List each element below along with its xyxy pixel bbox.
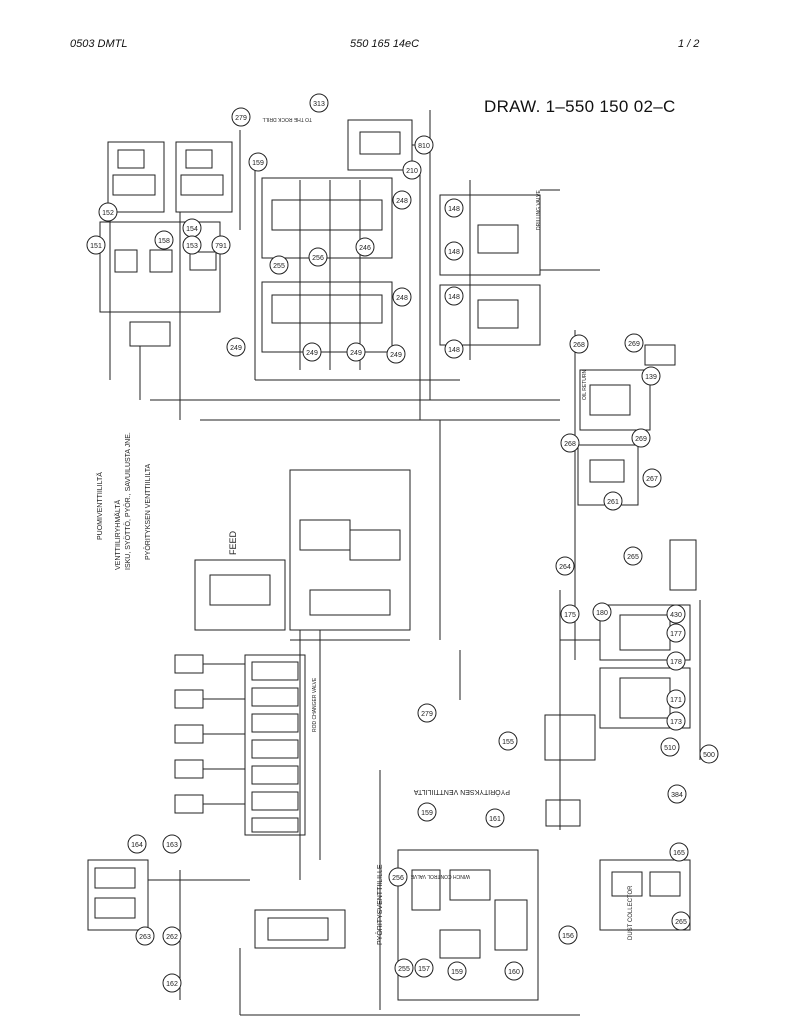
callout-384: 384 <box>671 792 683 799</box>
callout-262: 262 <box>166 934 178 941</box>
callout-249-d: 249 <box>390 352 402 359</box>
callout-152: 152 <box>102 210 114 217</box>
callout-148-d: 148 <box>448 347 460 354</box>
callout-510: 510 <box>664 745 676 752</box>
callout-177: 177 <box>670 631 682 638</box>
callout-180: 180 <box>596 610 608 617</box>
callout-156: 156 <box>562 933 574 940</box>
rod-changer-stack <box>174 654 306 836</box>
winch-block <box>379 770 539 1010</box>
callout-159: 159 <box>252 160 264 167</box>
header-center: 550 165 14eC <box>350 38 420 50</box>
callout-157: 157 <box>418 966 430 973</box>
callout-148-a: 148 <box>448 206 460 213</box>
callout-148-b: 148 <box>448 249 460 256</box>
callout-791: 791 <box>215 243 227 250</box>
drilling-valve-block <box>439 180 600 360</box>
header-left: 0503 DMTL <box>70 38 128 50</box>
dust-collector-block <box>599 859 691 931</box>
label-feed: FEED <box>228 530 238 555</box>
callout-255: 255 <box>273 263 285 270</box>
label-drilling-valve: DRILLING VALVE <box>536 190 542 230</box>
callout-269-b: 269 <box>635 436 647 443</box>
callout-178: 178 <box>670 659 682 666</box>
valve-block-right-lower <box>559 590 701 830</box>
callout-256: 256 <box>312 255 324 262</box>
callout-500: 500 <box>703 752 715 759</box>
header-right: 1 / 2 <box>678 38 700 50</box>
callout-268-b: 268 <box>564 441 576 448</box>
callout-171: 171 <box>670 697 682 704</box>
callout-313: 313 <box>313 101 325 108</box>
label-boom-valve: PUOMIVENTTIILILTÄ <box>96 472 104 540</box>
callout-154: 154 <box>186 226 198 233</box>
label-oil-return: OIL RETURN <box>582 370 588 400</box>
callout-269-a: 269 <box>628 341 640 348</box>
valve-block-center-top <box>254 170 460 381</box>
callout-256-b: 256 <box>392 875 404 882</box>
callout-175: 175 <box>564 612 576 619</box>
label-dust-collector: DUST COLLECTOR <box>628 885 634 940</box>
callout-153: 153 <box>186 243 198 250</box>
callout-255-b: 255 <box>398 966 410 973</box>
label-valve-group-2: ISKU, SYÖTTÖ, PYÖR., SAVUILUSTA JNE. <box>124 432 132 570</box>
callout-261: 261 <box>607 499 619 506</box>
callout-264: 264 <box>559 564 571 571</box>
actuator-group-top-left <box>99 130 241 420</box>
callout-159-c: 159 <box>451 969 463 976</box>
label-rod-changer: ROD CHANGER VALVE <box>312 677 318 732</box>
callout-263: 263 <box>139 934 151 941</box>
oil-return-block <box>574 330 697 660</box>
label-winch-control: WINCH CONTROL VALVE <box>410 873 470 879</box>
callout-246: 246 <box>359 245 371 252</box>
callout-139: 139 <box>645 374 657 381</box>
callout-430: 430 <box>670 612 682 619</box>
callout-161: 161 <box>489 816 501 823</box>
label-to-rock-drill: TO THE ROCK DRILL <box>262 116 312 122</box>
callout-164: 164 <box>131 842 143 849</box>
callout-155: 155 <box>502 739 514 746</box>
drawing-title: DRAW. 1–550 150 02–C <box>484 97 676 116</box>
bottom-left-actuators <box>87 859 580 1016</box>
callout-268-a: 268 <box>573 342 585 349</box>
feed-valve-block <box>194 469 411 880</box>
callout-148-c: 148 <box>448 294 460 301</box>
callout-248-b: 248 <box>396 295 408 302</box>
callout-265-b: 265 <box>675 919 687 926</box>
callout-173: 173 <box>670 719 682 726</box>
label-valve-group: VENTTIILIRYHMÄLTÄ <box>114 500 122 570</box>
callout-162: 162 <box>166 981 178 988</box>
callout-249-a: 249 <box>230 345 242 352</box>
callout-160: 160 <box>508 969 520 976</box>
callout-165: 165 <box>673 850 685 857</box>
valve-block-top-small <box>347 110 431 420</box>
callout-279: 279 <box>235 115 247 122</box>
label-rotation-valve-left: PYÖRITYSVENTTIILILLE <box>376 864 384 945</box>
callout-163: 163 <box>166 842 178 849</box>
callout-279-b: 279 <box>421 711 433 718</box>
label-rotation-valve: PYÖRITYKSEN VENTTIILILTA <box>144 463 152 560</box>
callout-210: 210 <box>406 168 418 175</box>
callout-249-b: 249 <box>306 350 318 357</box>
callout-151: 151 <box>90 243 102 250</box>
label-rotation-valve-bottom: PYÖRITYKSEN VENTTIILILTA <box>413 788 510 796</box>
callout-159-b: 159 <box>421 810 433 817</box>
callout-810: 810 <box>418 143 430 150</box>
callout-158: 158 <box>158 238 170 245</box>
callout-265-a: 265 <box>627 554 639 561</box>
center-manifold <box>150 399 596 827</box>
callout-249-c: 249 <box>350 350 362 357</box>
callout-267: 267 <box>646 476 658 483</box>
callout-248-a: 248 <box>396 198 408 205</box>
